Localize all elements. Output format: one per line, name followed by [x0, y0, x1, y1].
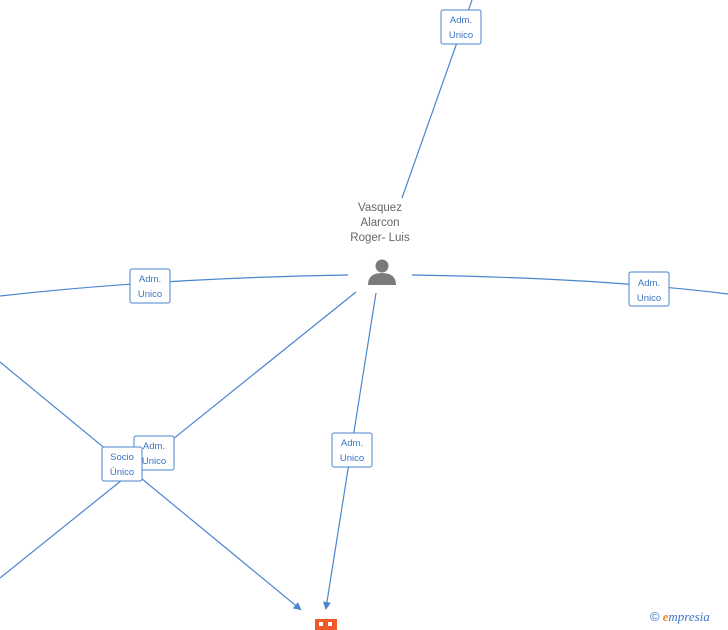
brand-name-rest: mpresia — [668, 609, 710, 624]
edge-label-center: Adm. Unico — [331, 432, 373, 468]
edge-label-line: Socio — [110, 452, 134, 463]
person-icon[interactable] — [368, 259, 396, 286]
person-name-line: Vasquez — [358, 202, 402, 214]
edge-label-bottom-left-adm: Adm. Unico — [133, 435, 175, 471]
edge-label-line: Unico — [340, 453, 364, 464]
edge-label-line: Adm. — [341, 438, 363, 449]
brand-logo: ©empresia — [650, 609, 710, 625]
person-name-line: Alarcon — [360, 217, 400, 229]
copyright-symbol: © — [650, 609, 660, 624]
person-name-line: Roger- Luis — [350, 232, 410, 244]
edge-label-line: Unico — [449, 30, 473, 41]
edge-label-line: Adm. — [638, 278, 660, 289]
edge-label-bottom-left-socio: Socio Único — [101, 446, 143, 482]
edge-left-company — [0, 361, 302, 611]
edge-person-left — [0, 274, 349, 297]
edge-label-line: Único — [110, 467, 134, 478]
edge-label-top: Adm. Unico — [440, 9, 482, 45]
edge-label-line: Unico — [637, 293, 661, 304]
company-building-icon[interactable] — [315, 619, 337, 630]
edge-label-left: Adm. Unico — [129, 268, 171, 304]
edge-label-right: Adm. Unico — [628, 271, 670, 307]
brand-first-letter: e — [662, 609, 669, 624]
edge-label-line: Unico — [142, 456, 166, 467]
edge-label-line: Unico — [138, 289, 162, 300]
edge-person-bottom-left — [0, 291, 357, 579]
edge-label-line: Adm. — [139, 274, 161, 285]
edge-label-line: Adm. — [450, 15, 472, 26]
edge-label-line: Adm. — [143, 441, 165, 452]
edge-person-right — [411, 274, 728, 295]
person-name[interactable]: Vasquez Alarcon Roger- Luis — [330, 201, 430, 246]
